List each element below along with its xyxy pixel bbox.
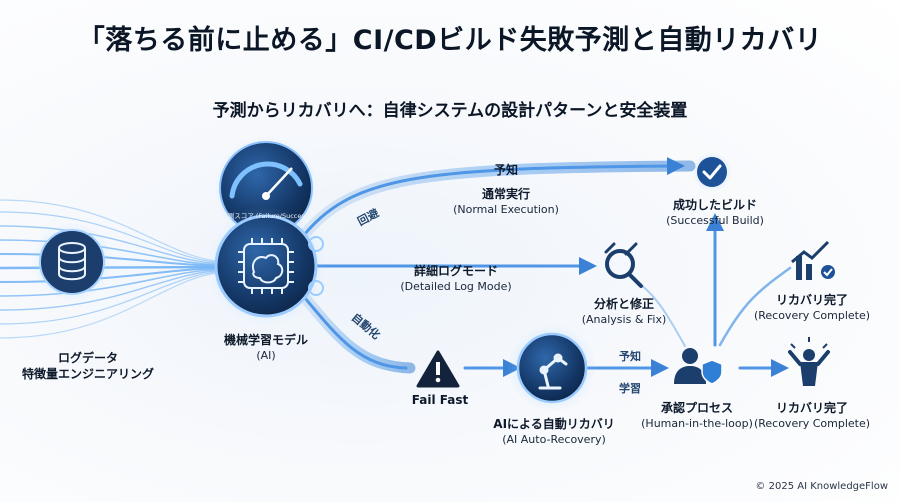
log-data-subtitle: 特徴量エンジニアリング	[21, 367, 155, 381]
normal-exec-subtitle: (Normal Execution)	[453, 203, 559, 216]
person-shield-icon	[674, 348, 723, 385]
log-data-label: ログデータ 特徴量エンジニアリング	[22, 350, 154, 382]
page-title: 「落ちる前に止める」CI/CDビルド失敗予測と自動リカバリ	[77, 25, 823, 56]
celebrate-icon	[788, 337, 830, 386]
normal-exec-title: 通常実行	[481, 187, 531, 201]
approval-label: 承認プロセス (Human-in-the-loop)	[641, 400, 753, 431]
analysis-fix-subtitle: (Analysis & Fix)	[581, 313, 667, 326]
recovery-bottom-title: リカバリ完了	[775, 401, 849, 415]
normal-exec-label: 通常実行 (Normal Execution)	[453, 186, 559, 217]
ai-recovery-title: AIによる自動リカバリ	[493, 417, 615, 431]
warning-icon	[416, 350, 460, 388]
chart-check-icon	[791, 240, 835, 280]
success-build-title: 成功したビルド	[672, 198, 757, 212]
analysis-fix-title: 分析と修正	[593, 297, 655, 311]
success-build-subtitle: (Successful Build)	[666, 214, 764, 227]
flow-paths	[294, 157, 792, 377]
page-subtitle: 予測からリカバリへ：自律システムの設計パターンと安全装置	[212, 101, 688, 121]
analysis-fix-label: 分析と修正 (Analysis & Fix)	[582, 296, 667, 327]
path-label-learn: 学習	[619, 382, 641, 395]
robot-arm-icon	[508, 324, 596, 412]
ai-recovery-subtitle: (AI Auto-Recovery)	[502, 433, 606, 446]
recovery-top-label: リカバリ完了 (Recovery Complete)	[754, 292, 870, 323]
recovery-bottom-subtitle: (Recovery Complete)	[753, 417, 871, 430]
path-label-predict-bottom: 予知	[619, 350, 641, 363]
path-label-predict-top: 予知	[493, 163, 519, 177]
recovery-top-subtitle: (Recovery Complete)	[753, 309, 871, 322]
ml-model-title: 機械学習モデル	[223, 333, 309, 347]
success-build-label: 成功したビルド (Successful Build)	[666, 197, 764, 228]
detailed-log-title: 詳細ログモード	[413, 264, 499, 278]
database-icon	[32, 222, 112, 302]
recovery-bottom-label: リカバリ完了 (Recovery Complete)	[754, 400, 870, 431]
check-circle-icon	[692, 152, 732, 192]
score-label: 予測スコア (Failure/Success)	[221, 212, 311, 220]
fail-fast-label: Fail Fast	[411, 393, 469, 407]
log-data-title: ログデータ	[57, 351, 119, 365]
ai-recovery-label: AIによる自動リカバリ (AI Auto-Recovery)	[493, 416, 614, 447]
ml-model-subtitle: (AI)	[256, 349, 276, 362]
recovery-top-title: リカバリ完了	[775, 293, 849, 307]
ml-model-label: 機械学習モデル (AI)	[224, 332, 308, 363]
copyright: © 2025 AI KnowledgeFlow	[755, 481, 888, 492]
brain-chip-icon	[238, 238, 294, 294]
magnifier-wrench-icon	[604, 242, 643, 288]
approval-subtitle: (Human-in-the-loop)	[641, 417, 753, 430]
approval-title: 承認プロセス	[660, 401, 733, 415]
ml-model-node	[206, 206, 326, 326]
detailed-log-label: 詳細ログモード (Detailed Log Mode)	[400, 263, 511, 294]
detailed-log-subtitle: (Detailed Log Mode)	[400, 280, 512, 293]
